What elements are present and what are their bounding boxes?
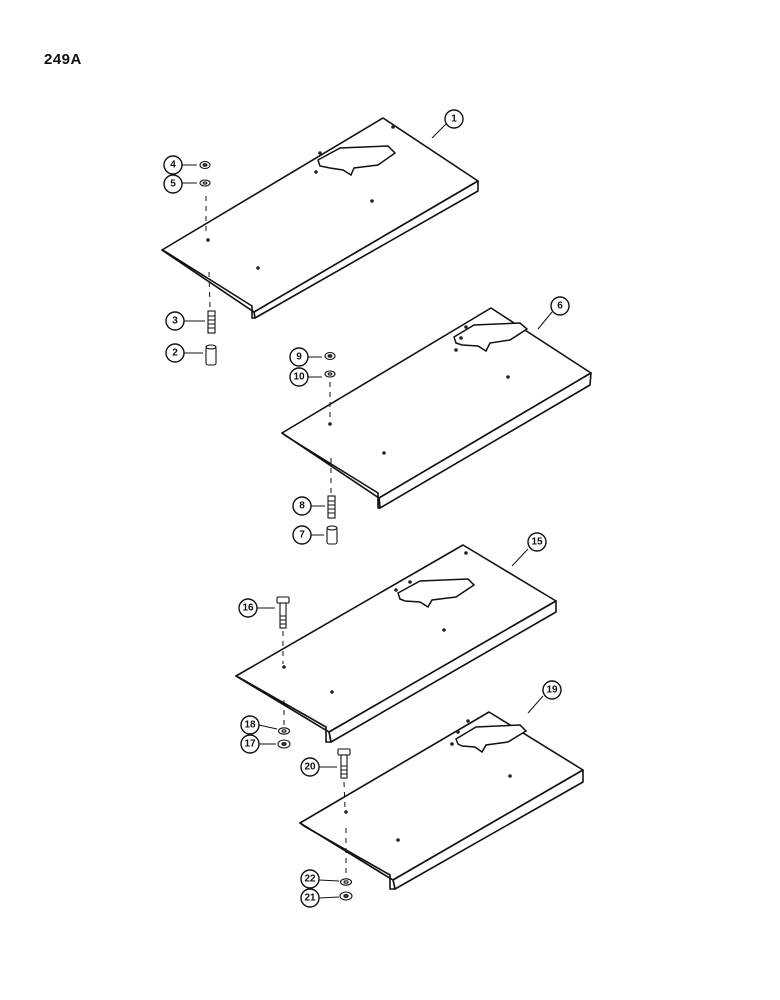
- hardware-nut-21: [339, 891, 353, 901]
- plate-part-15: [235, 544, 557, 743]
- hardware-bolt-20: [337, 748, 351, 779]
- svg-text:16: 16: [242, 603, 254, 614]
- svg-text:17: 17: [244, 739, 256, 750]
- callout-20: 20: [300, 757, 320, 777]
- plate-part-1: [161, 117, 479, 319]
- callout-4: 4: [163, 155, 183, 175]
- svg-text:20: 20: [304, 762, 316, 773]
- hardware-washer-5: [199, 179, 211, 187]
- svg-text:1: 1: [451, 114, 457, 125]
- hardware-washer-18: [277, 727, 291, 735]
- svg-text:8: 8: [299, 501, 305, 512]
- callout-8: 8: [292, 496, 312, 516]
- plate-part-6: [281, 307, 592, 509]
- hardware-washer-10: [324, 370, 336, 378]
- svg-text:21: 21: [304, 893, 316, 904]
- hardware-spacer-2: [205, 344, 217, 366]
- callout-5: 5: [163, 174, 183, 194]
- hardware-stud-3: [207, 310, 216, 334]
- svg-text:19: 19: [546, 685, 558, 696]
- callout-22: 22: [300, 869, 320, 889]
- callout-7: 7: [292, 525, 312, 545]
- svg-text:9: 9: [296, 352, 302, 363]
- callout-15: 15: [527, 532, 547, 552]
- svg-text:7: 7: [299, 530, 305, 541]
- callout-6: 6: [550, 296, 570, 316]
- hardware-washer-22: [339, 878, 353, 886]
- page-number: 249A: [44, 51, 82, 68]
- svg-text:18: 18: [244, 720, 256, 731]
- callout-16: 16: [238, 598, 258, 618]
- hardware-stud-8: [327, 495, 336, 519]
- svg-text:3: 3: [172, 316, 178, 327]
- callout-1: 1: [444, 109, 464, 129]
- plate-part-19: [299, 711, 584, 890]
- callout-9: 9: [289, 347, 309, 367]
- callout-21: 21: [300, 888, 320, 908]
- hardware-nut-9: [324, 351, 336, 361]
- hardware-bolt-16: [276, 596, 290, 629]
- callout-2: 2: [165, 343, 185, 363]
- callout-3: 3: [165, 311, 185, 331]
- svg-text:6: 6: [557, 301, 563, 312]
- svg-text:4: 4: [170, 160, 176, 171]
- svg-text:2: 2: [172, 348, 178, 359]
- svg-text:22: 22: [304, 874, 316, 885]
- hardware-spacer-7: [326, 525, 338, 545]
- callout-18: 18: [240, 715, 260, 735]
- svg-text:15: 15: [531, 537, 543, 548]
- hardware-nut-17: [277, 739, 291, 749]
- svg-text:5: 5: [170, 179, 176, 190]
- hardware-nut-4: [199, 160, 211, 170]
- callout-10: 10: [289, 367, 309, 387]
- callout-17: 17: [240, 734, 260, 754]
- callout-19: 19: [542, 680, 562, 700]
- svg-text:10: 10: [293, 372, 305, 383]
